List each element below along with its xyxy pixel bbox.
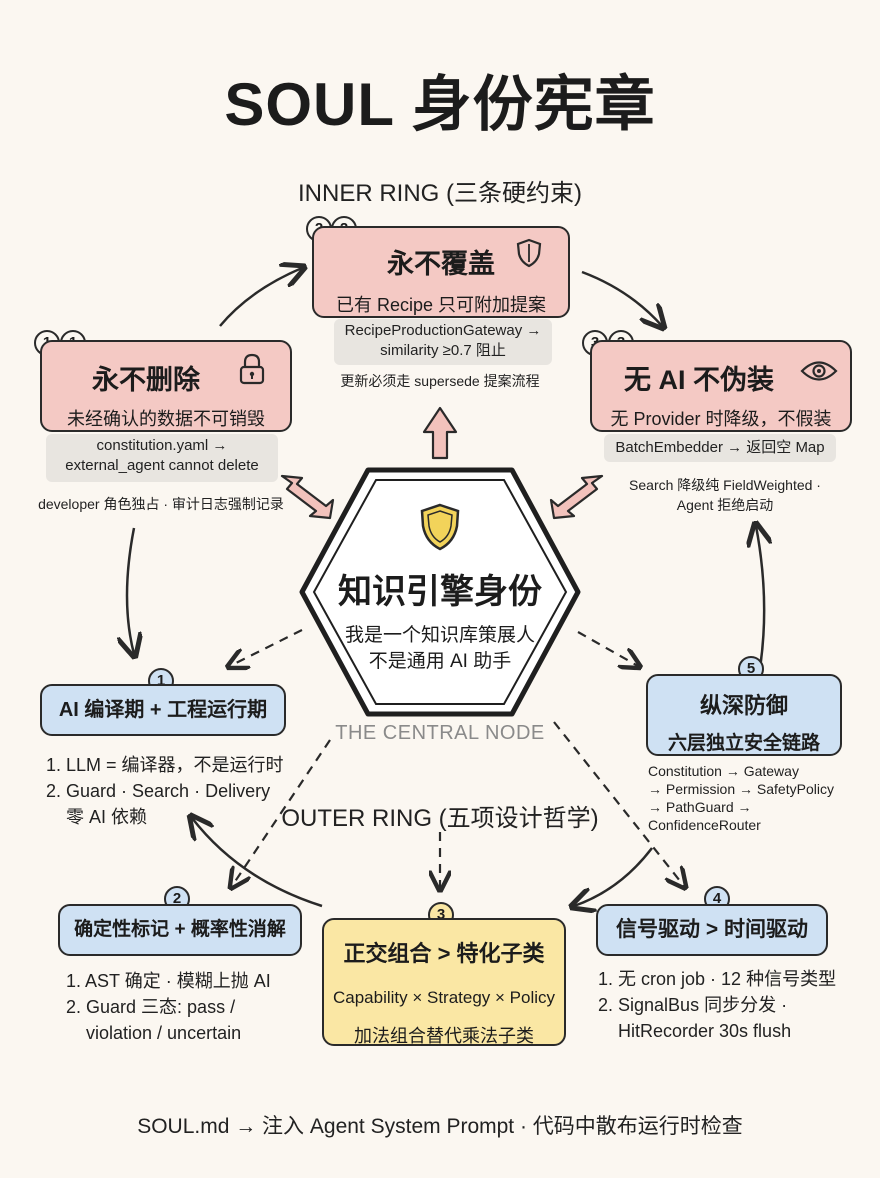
center-line1: 我是一个知识库策展人 bbox=[344, 625, 535, 646]
card-orthogonal-composition: 正交组合 > 特化子类 Capability × Strategy × Poli… bbox=[322, 918, 566, 1046]
list-item: Constitution → Gateway bbox=[648, 763, 799, 779]
list-item: → PathGuard → ConfidenceRouter bbox=[648, 799, 761, 833]
card-heading: 正交组合 > 特化子类 bbox=[343, 941, 545, 966]
page-title: SOUL 身份宪章 bbox=[224, 71, 656, 138]
list-item: 2. Guard · Search · Delivery bbox=[46, 781, 271, 801]
card-line1: Capability × Strategy × Policy bbox=[332, 988, 556, 1007]
card-sub: 六层独立安全链路 bbox=[667, 733, 820, 754]
dash-center-o2 bbox=[232, 739, 331, 886]
card-heading: 确定性标记 + 概率性消解 bbox=[74, 919, 286, 940]
center-caption: THE CENTRAL NODE bbox=[335, 722, 545, 744]
list-item: HitRecorder 30s flush bbox=[618, 1021, 792, 1041]
list-o4: 1. 无 cron job · 12 种信号类型 2. SignalBus 同步… bbox=[598, 966, 858, 1044]
arrow-o5-to-c3 bbox=[756, 526, 764, 669]
note-c1: constitution.yaml → external_agent canno… bbox=[46, 434, 278, 482]
card-defense-in-depth: 纵深防御 六层独立安全链路 bbox=[646, 674, 842, 756]
dash-center-o1 bbox=[230, 629, 303, 666]
card-heading: AI 编译期 + 工程运行期 bbox=[58, 699, 268, 721]
block-arrow-left bbox=[280, 474, 335, 520]
arrow-c1-to-o1 bbox=[127, 527, 134, 654]
list-o1: 1. LLM = 编译器，不是运行时 2. Guard · Search · D… bbox=[46, 752, 306, 830]
card-heading: 永不覆盖 bbox=[387, 249, 495, 279]
arrow-c1-to-c2 bbox=[219, 268, 302, 327]
card-line2: 加法组合替代乘法子类 bbox=[354, 1026, 534, 1046]
shield-outline-icon bbox=[516, 238, 542, 268]
shield-icon bbox=[420, 503, 460, 551]
list-item: 1. 无 cron job · 12 种信号类型 bbox=[598, 969, 837, 989]
center-line2: 不是通用 AI 助手 bbox=[368, 651, 512, 672]
list-item: 1. AST 确定 · 模糊上抛 AI bbox=[66, 971, 271, 991]
note-c1-line1: constitution.yaml → bbox=[96, 437, 228, 454]
card-heading: 永不删除 bbox=[92, 365, 200, 395]
block-arrow-right bbox=[549, 474, 604, 520]
lock-icon bbox=[239, 353, 265, 385]
small-c3-line1: Search 降级纯 FieldWeighted · bbox=[629, 477, 821, 493]
small-c2: 更新必须走 supersede 提案流程 bbox=[340, 373, 540, 389]
card-deterministic-marking: 确定性标记 + 概率性消解 bbox=[58, 904, 302, 956]
central-hexagon bbox=[299, 467, 581, 717]
note-c3: BatchEmbedder → 返回空 Map bbox=[604, 434, 836, 462]
dash-center-o5 bbox=[577, 631, 638, 666]
card-ai-compile-time: AI 编译期 + 工程运行期 bbox=[40, 684, 286, 736]
dash-center-o4 bbox=[553, 721, 684, 886]
note-c1-line2: external_agent cannot delete bbox=[65, 457, 259, 474]
footer-note: SOUL.md → 注入 Agent System Prompt · 代码中散布… bbox=[137, 1115, 743, 1138]
card-heading: 无 AI 不伪装 bbox=[623, 365, 774, 395]
small-c1: developer 角色独占 · 审计日志强制记录 bbox=[38, 496, 284, 512]
arrow-c2-to-c3 bbox=[581, 270, 662, 326]
card-no-ai-no-pretend: 无 AI 不伪装 无 Provider 时降级，不假装 bbox=[590, 340, 852, 432]
card-sub: 已有 Recipe 只可附加提案 bbox=[335, 295, 547, 315]
note-c2-line2: similarity ≥0.7 阻止 bbox=[380, 342, 506, 359]
list-item: → Permission → SafetyPolicy bbox=[648, 781, 834, 797]
outer-ring-label: OUTER RING (五项设计哲学) bbox=[281, 805, 599, 832]
note-c2-line1: RecipeProductionGateway → bbox=[344, 322, 542, 339]
list-item: 2. SignalBus 同步分发 · bbox=[598, 995, 788, 1015]
list-o2: 1. AST 确定 · 模糊上抛 AI 2. Guard 三态: pass / … bbox=[66, 968, 306, 1046]
card-heading: 纵深防御 bbox=[699, 693, 788, 718]
center-heading: 知识引擎身份 bbox=[338, 573, 542, 611]
small-c3-line2: Agent 拒绝启动 bbox=[676, 497, 774, 513]
card-sub: 无 Provider 时降级，不假装 bbox=[610, 409, 832, 429]
list-item: 零 AI 依赖 bbox=[66, 807, 148, 827]
card-heading: 信号驱动 > 时间驱动 bbox=[616, 918, 808, 941]
inner-ring-label: INNER RING (三条硬约束) bbox=[298, 180, 582, 207]
eye-icon bbox=[800, 361, 838, 381]
note-c2: RecipeProductionGateway → similarity ≥0.… bbox=[334, 319, 552, 365]
card-signal-driven: 信号驱动 > 时间驱动 bbox=[596, 904, 828, 956]
list-item: 2. Guard 三态: pass / bbox=[66, 997, 236, 1017]
list-o5: Constitution → Gateway → Permission → Sa… bbox=[648, 762, 868, 834]
block-arrow-up bbox=[422, 406, 458, 460]
list-item: violation / uncertain bbox=[86, 1023, 242, 1043]
arrow-o4-to-o3 bbox=[574, 847, 653, 906]
list-item: 1. LLM = 编译器，不是运行时 bbox=[46, 755, 284, 775]
card-sub: 未经确认的数据不可销毁 bbox=[67, 409, 265, 429]
